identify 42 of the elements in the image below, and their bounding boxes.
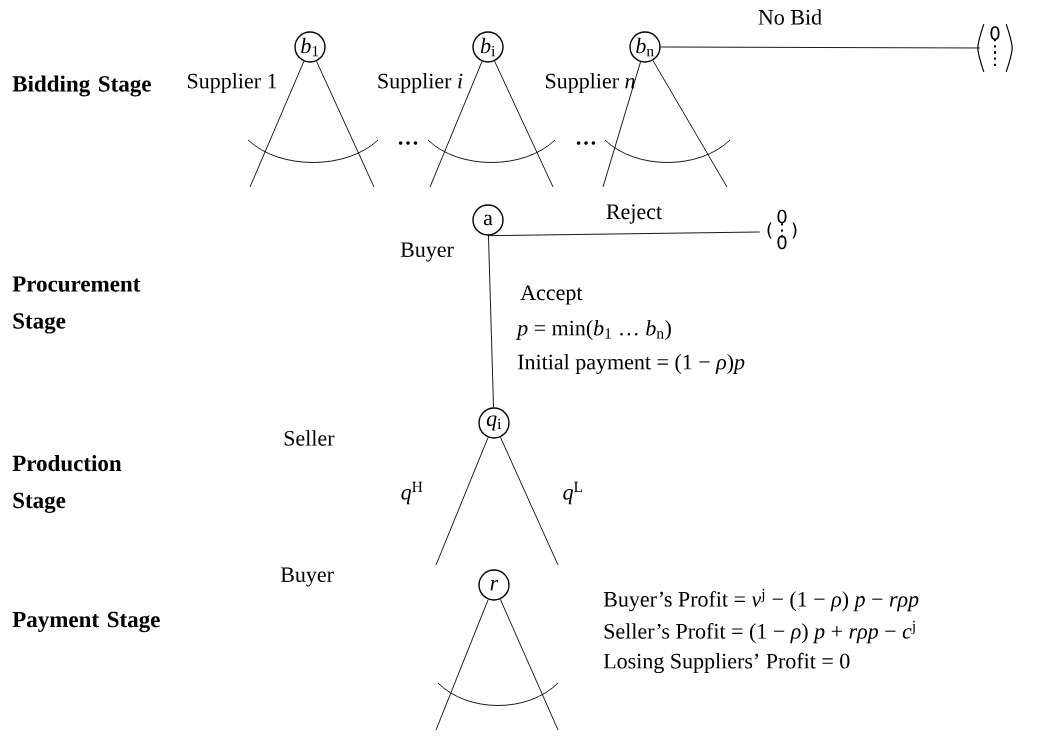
player-label: Supplier i — [378, 73, 463, 93]
payoff-vector: 0 (⋮) 0 — [767, 209, 797, 250]
edge-label: q$^{H}$ — [399, 480, 425, 506]
edge-label: Reject — [604, 203, 664, 225]
branch-line — [435, 599, 489, 731]
edge-label: No Bid — [756, 8, 824, 26]
decision-node: a — [472, 204, 504, 236]
branch-line — [652, 60, 728, 188]
branch-line — [602, 61, 641, 188]
formula-text: p = min(b$_{1}$ … b$_{n}$) — [515, 320, 671, 340]
edge-label: Accept — [519, 284, 584, 306]
decision-node: b$_{i}$ — [472, 31, 504, 63]
decision-node: b$_{n}$ — [629, 31, 661, 63]
formula-text: Seller’s Profit = (1 − ρ) p + rρp − c$^{j}$ — [604, 620, 915, 644]
branch-line — [429, 61, 483, 188]
stage-label: Production Stage — [12, 454, 122, 513]
player-label: Supplier 1 — [187, 73, 277, 93]
branch-line — [435, 437, 489, 566]
branch-line — [249, 61, 305, 188]
formula-text: Seller — [284, 430, 335, 446]
stage-label: Procurement Stage — [12, 276, 141, 334]
edge-line — [660, 46, 981, 49]
formula-text: Losing Suppliers’ Profit = 0 — [603, 652, 850, 674]
ellipsis: … — [576, 141, 596, 145]
decision-node: b$_{1}$ — [294, 31, 326, 63]
edge-line — [488, 235, 494, 408]
ellipsis: … — [398, 141, 418, 145]
edge-label: q$^{L}$ — [561, 480, 585, 506]
branch-line — [499, 598, 559, 731]
stage-label: Payment Stage — [12, 611, 160, 633]
player-label: Buyer — [400, 242, 454, 262]
branch-line — [316, 60, 375, 188]
branch-line — [494, 60, 554, 188]
player-label: Supplier n — [545, 73, 635, 93]
decision-node: q$_{i}$ — [478, 407, 510, 439]
formula-text: Buyer’s Profit = v$^{j}$ − (1 − ρ) p − rρp — [603, 588, 919, 612]
branch-line — [500, 436, 559, 566]
formula-text: Buyer — [280, 567, 334, 587]
decision-node: r — [478, 569, 510, 601]
edge-line — [487, 231, 761, 237]
stage-label: Bidding Stage — [12, 75, 151, 97]
formula-text: Initial payment = (1 − ρ)p — [518, 354, 745, 374]
